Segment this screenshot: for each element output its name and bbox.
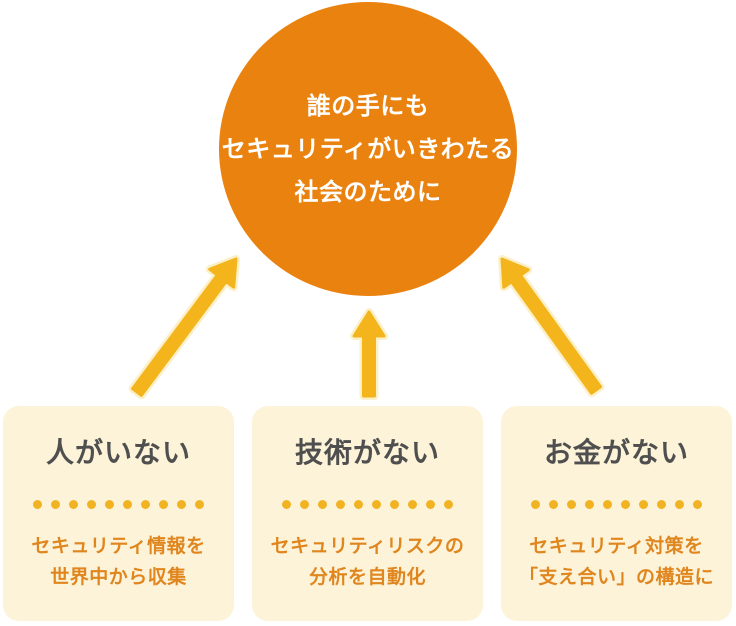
card-body-line-2: 「支え合い」の構造に	[518, 567, 714, 588]
card-body-line-2: 分析を自動化	[308, 567, 426, 588]
divider-dot	[51, 500, 60, 509]
card-title: 技術がない	[294, 437, 440, 468]
divider-dot	[300, 500, 309, 509]
divider-dot	[639, 500, 648, 509]
card-body: セキュリティ情報を 世界中から収集	[31, 531, 205, 593]
divider-dot	[621, 500, 630, 509]
divider-dot	[567, 500, 576, 509]
divider-dot	[123, 500, 132, 509]
divider-dot	[426, 500, 435, 509]
divider-dot	[603, 500, 612, 509]
divider-dot	[336, 500, 345, 509]
divider-dot	[372, 500, 381, 509]
divider-dot	[69, 500, 78, 509]
divider-dot	[549, 500, 558, 509]
divider-dot	[693, 500, 702, 509]
dotted-divider	[531, 500, 702, 509]
card-no-money: お金がない セキュリティ対策を 「支え合い」の構造に	[501, 406, 732, 621]
dotted-divider	[282, 500, 453, 509]
arrow-left-up-icon	[128, 255, 240, 400]
divider-dot	[87, 500, 96, 509]
card-body-line-2: 世界中から収集	[50, 567, 187, 588]
goal-line-2: セキュリティがいきわたる	[221, 135, 515, 163]
divider-dot	[675, 500, 684, 509]
divider-dot	[105, 500, 114, 509]
divider-dot	[585, 500, 594, 509]
card-body: セキュリティ対策を 「支え合い」の構造に	[519, 531, 714, 593]
divider-dot	[657, 500, 666, 509]
dotted-divider	[33, 500, 204, 509]
goal-line-3: 社会のために	[294, 178, 442, 206]
arrow-middle-up-icon	[350, 308, 388, 400]
divider-dot	[195, 500, 204, 509]
divider-dot	[408, 500, 417, 509]
divider-dot	[390, 500, 399, 509]
cards-row: 人がいない セキュリティ情報を 世界中から収集 技術がない セキュリティリスクの…	[3, 406, 732, 621]
card-body-line-1: セキュリティ情報を	[31, 536, 206, 557]
card-body-line-1: セキュリティリスクの	[270, 536, 465, 557]
card-title: お金がない	[543, 437, 689, 468]
divider-dot	[354, 500, 363, 509]
divider-dot	[444, 500, 453, 509]
arrow-right-up-icon	[498, 255, 605, 398]
divider-dot	[177, 500, 186, 509]
card-no-technology: 技術がない セキュリティリスクの 分析を自動化	[252, 406, 483, 621]
card-no-people: 人がいない セキュリティ情報を 世界中から収集	[3, 406, 234, 621]
divider-dot	[282, 500, 291, 509]
divider-dot	[318, 500, 327, 509]
goal-circle-text: 誰の手にも セキュリティがいきわたる 社会のために	[222, 85, 515, 214]
goal-line-1: 誰の手にも	[306, 92, 430, 120]
divider-dot	[159, 500, 168, 509]
divider-dot	[141, 500, 150, 509]
card-body-line-1: セキュリティ対策を	[529, 536, 704, 557]
card-title: 人がいない	[45, 437, 191, 468]
divider-dot	[33, 500, 42, 509]
goal-circle: 誰の手にも セキュリティがいきわたる 社会のために	[219, 2, 517, 296]
divider-dot	[531, 500, 540, 509]
card-body: セキュリティリスクの 分析を自動化	[271, 531, 465, 593]
